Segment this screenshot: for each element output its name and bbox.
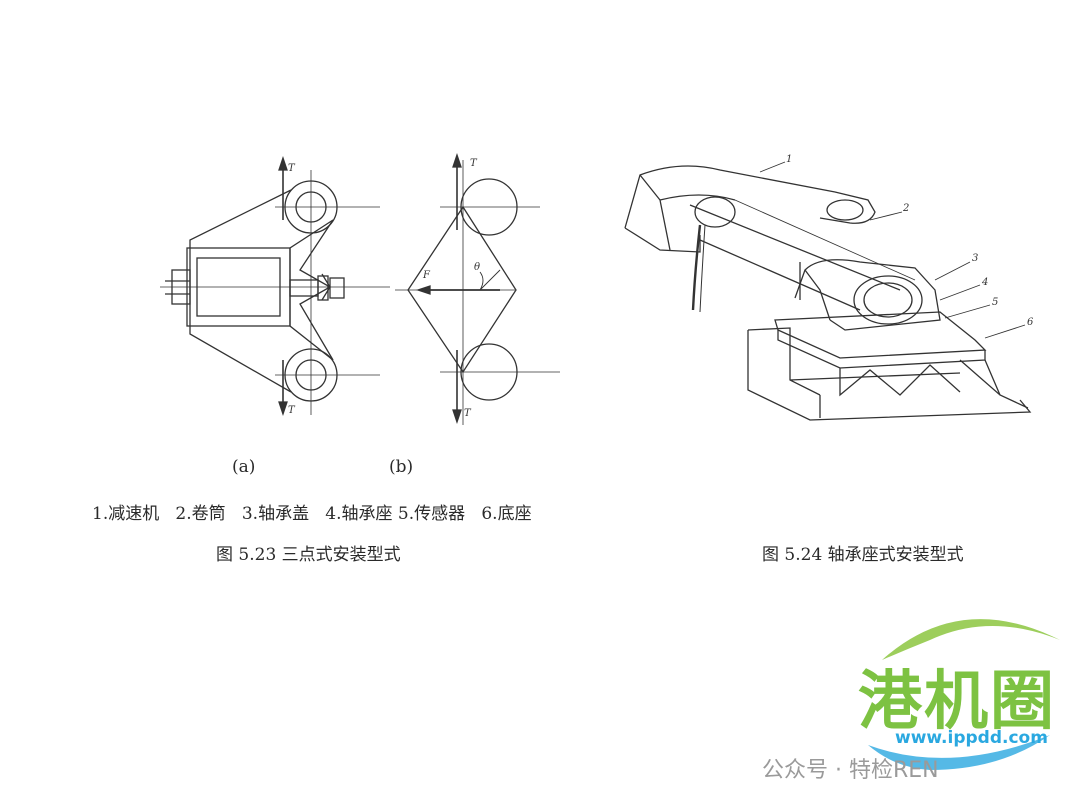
force-label-t-bottom-a: T [288, 405, 295, 416]
angle-label-theta: θ [474, 262, 481, 273]
watermark-brand: 港机圈 [858, 665, 1056, 739]
part-number-1: 1 [786, 154, 793, 165]
part-number-4: 4 [982, 277, 989, 288]
watermark-url: www.ippdd.com [895, 728, 1048, 748]
diagram-bearing-seat-mount [624, 161, 1032, 421]
force-label-f: F [423, 270, 430, 281]
force-label-t-top-b: T [470, 158, 477, 169]
subfigure-label-b: (b) [389, 457, 414, 477]
force-label-t-top-a: T [288, 163, 295, 174]
part-number-5: 5 [992, 297, 999, 308]
force-label-t-bottom-b: T [464, 408, 471, 419]
caption-figure-5-24: 图 5.24 轴承座式安装型式 [762, 545, 964, 565]
caption-figure-5-23: 图 5.23 三点式安装型式 [216, 545, 401, 565]
parts-legend: 1.减速机 2.卷筒 3.轴承盖 4.轴承座 5.传感器 6.底座 [92, 504, 532, 524]
subfigure-label-a: (a) [232, 457, 256, 477]
watermark-account: 公众号 · 特检REN [762, 758, 939, 783]
part-number-2: 2 [903, 203, 910, 214]
diagram-b-force-diagram [395, 152, 560, 425]
part-number-6: 6 [1027, 317, 1034, 328]
diagram-a-three-point-mount [160, 155, 390, 417]
part-number-3: 3 [972, 253, 979, 264]
watermark-logo [868, 619, 1060, 770]
